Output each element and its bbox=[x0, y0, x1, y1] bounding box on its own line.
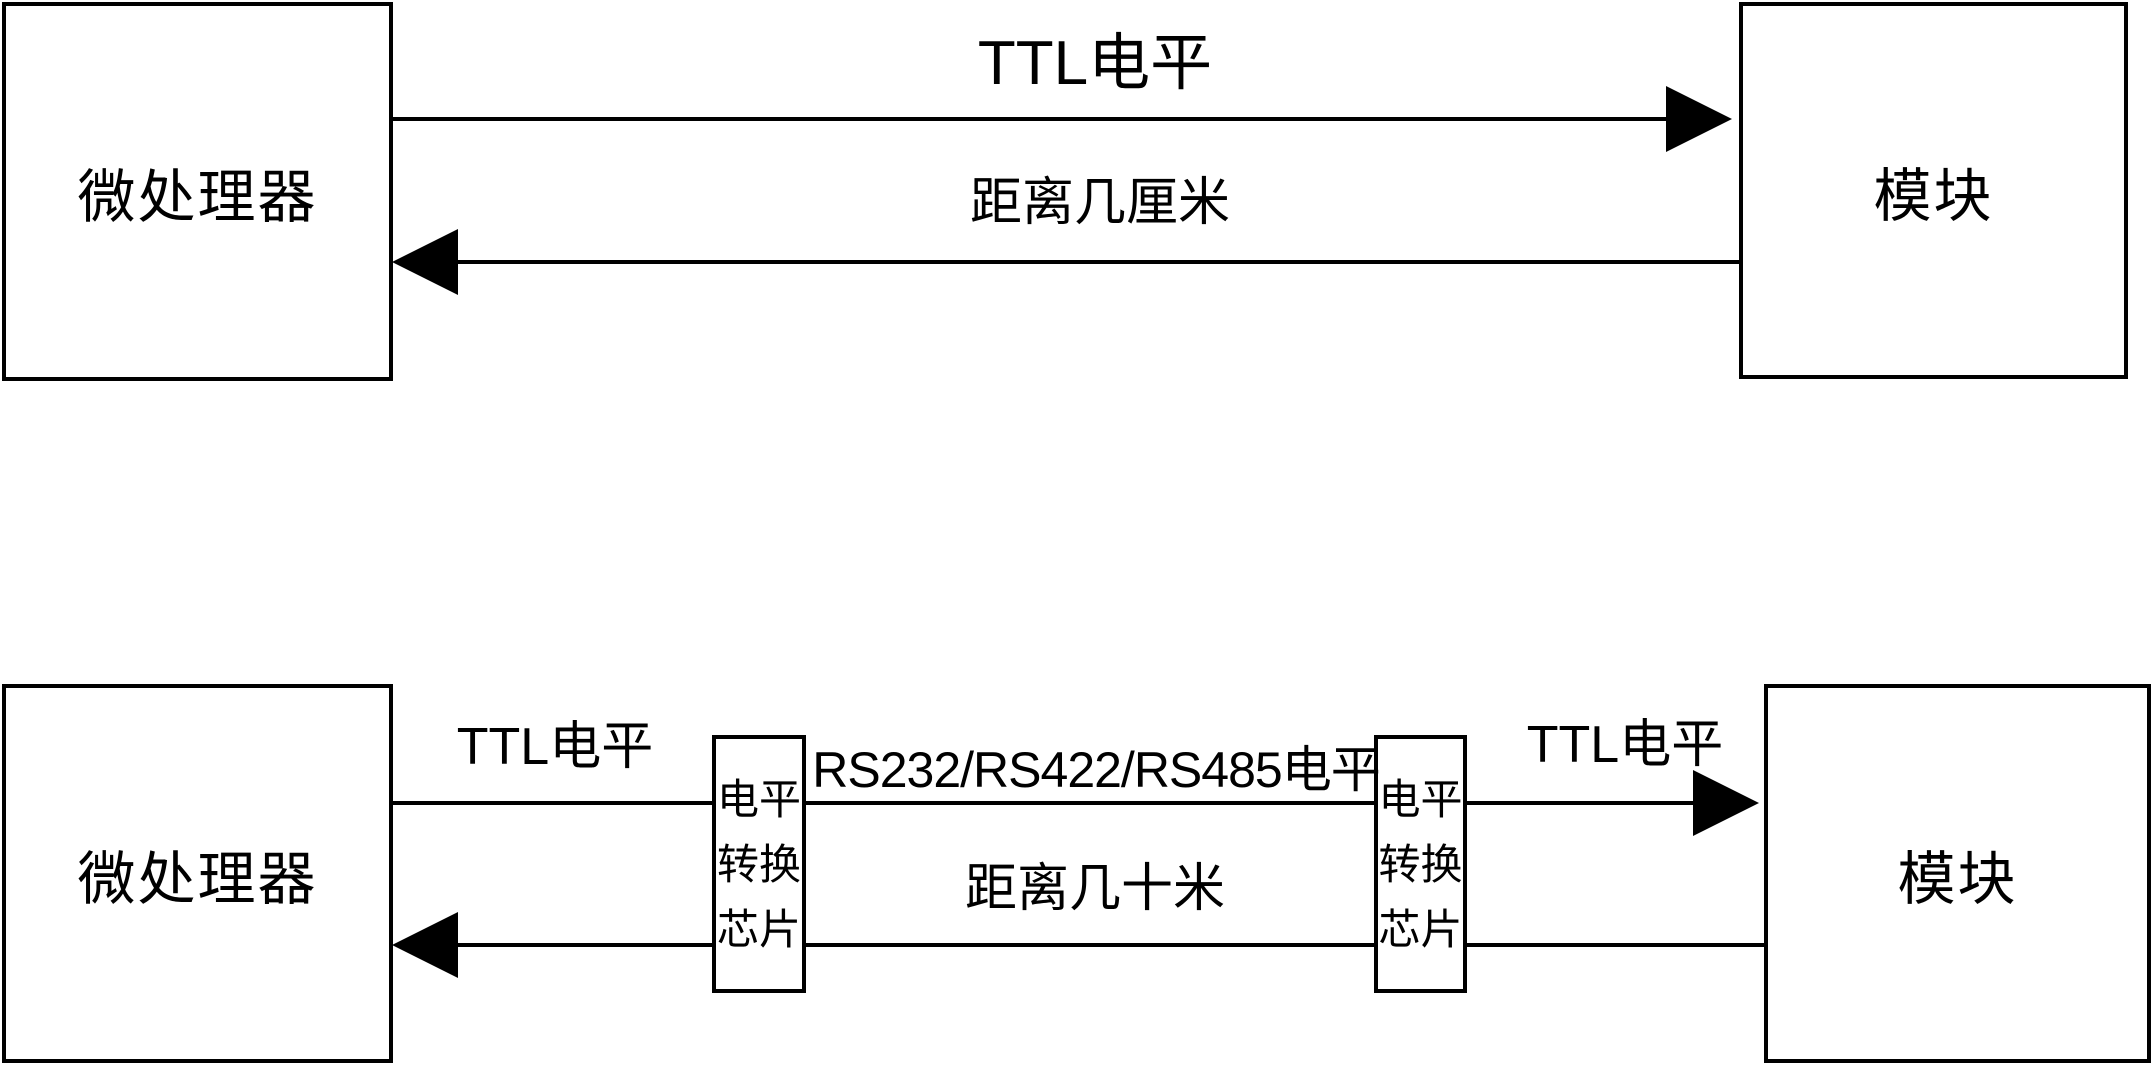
bottom-right-signal-label: TTL电平 bbox=[1526, 716, 1724, 774]
top-processor-box: 微处理器 bbox=[2, 2, 393, 381]
top-forward-wire bbox=[392, 117, 1672, 121]
bottom-module-box: 模块 bbox=[1764, 684, 2151, 1063]
right-chip-line-3: 芯片 bbox=[1378, 905, 1463, 953]
top-return-arrowhead-icon bbox=[392, 229, 458, 295]
top-forward-arrowhead-icon bbox=[1666, 86, 1732, 152]
right-chip-line-2: 转换 bbox=[1378, 840, 1463, 888]
top-module-box: 模块 bbox=[1739, 2, 2128, 379]
bottom-processor-box: 微处理器 bbox=[2, 684, 393, 1063]
top-return-wire bbox=[455, 260, 1741, 264]
top-module-label: 模块 bbox=[1873, 163, 1994, 229]
left-level-conversion-chip-box: 电平 转换 芯片 bbox=[712, 735, 806, 993]
right-chip-line-1: 电平 bbox=[1378, 775, 1463, 823]
bottom-middle-signal-label: RS232/RS422/RS485电平 bbox=[812, 742, 1380, 798]
bottom-return-arrowhead-icon bbox=[392, 912, 458, 978]
bottom-forward-wire bbox=[392, 801, 1697, 805]
left-chip-line-1: 电平 bbox=[716, 775, 801, 823]
bottom-return-wire bbox=[455, 943, 1766, 947]
bottom-forward-arrowhead-icon bbox=[1693, 770, 1759, 836]
left-chip-line-2: 转换 bbox=[716, 840, 801, 888]
top-processor-label: 微处理器 bbox=[77, 164, 318, 230]
bottom-processor-label: 微处理器 bbox=[77, 846, 318, 912]
bottom-distance-label: 距离几十米 bbox=[964, 860, 1226, 918]
bottom-left-signal-label: TTL电平 bbox=[456, 718, 654, 776]
right-level-conversion-chip-box: 电平 转换 芯片 bbox=[1374, 735, 1467, 993]
top-signal-label: TTL电平 bbox=[977, 29, 1213, 98]
left-chip-line-3: 芯片 bbox=[716, 905, 801, 953]
bottom-module-label: 模块 bbox=[1897, 846, 2018, 912]
top-distance-label: 距离几厘米 bbox=[969, 174, 1231, 232]
